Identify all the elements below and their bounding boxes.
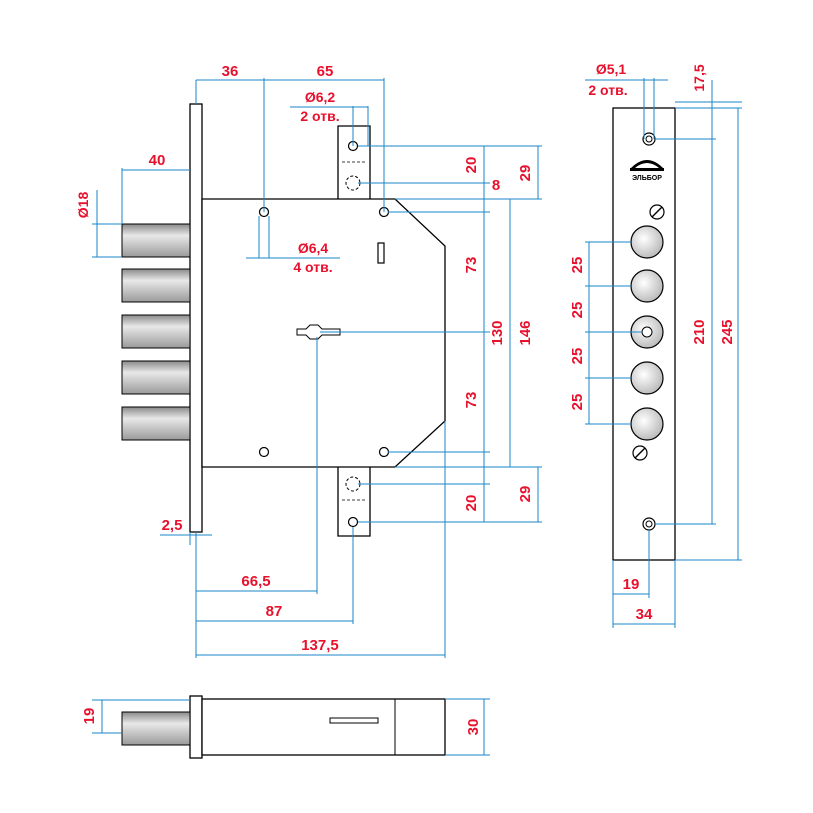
side-dimension-lines xyxy=(585,78,742,628)
dim-73-a: 73 xyxy=(463,257,480,274)
dim-29-bot: 29 xyxy=(517,486,534,503)
bolt-end-2 xyxy=(630,269,664,303)
dim-holes-4: 4 отв. xyxy=(293,259,332,275)
dim-65: 65 xyxy=(317,63,334,80)
bolt-1 xyxy=(121,223,191,258)
dim-19-bottom: 19 xyxy=(81,708,98,725)
side-hole-bottom-inner xyxy=(645,520,653,528)
logo-icon xyxy=(631,160,663,168)
tongue-roller-top xyxy=(345,175,361,191)
dim-146: 146 xyxy=(517,320,534,345)
dim-210: 210 xyxy=(691,319,708,344)
dim-73-b: 73 xyxy=(463,392,480,409)
screw-top xyxy=(649,204,665,220)
dim-5-1: Ø5,1 xyxy=(596,61,627,77)
dimension-labels: 36 65 Ø6,2 2 отв. 40 Ø18 Ø6,4 4 отв. 20 … xyxy=(75,61,736,735)
brand-logo: ЭЛЬБОР xyxy=(630,160,664,182)
dim-20-top: 20 xyxy=(463,157,480,174)
dim-34: 34 xyxy=(636,606,653,623)
dim-25-4: 25 xyxy=(569,394,586,411)
dim-18: Ø18 xyxy=(75,192,91,219)
dim-25-2: 25 xyxy=(569,302,586,319)
dim-holes-2b: 2 отв. xyxy=(588,82,627,98)
dim-6-4: Ø6,4 xyxy=(298,240,329,256)
front-dimension-lines xyxy=(92,78,542,658)
dim-30: 30 xyxy=(465,719,482,736)
bottom-dimension-lines xyxy=(92,698,490,756)
bottom-slot xyxy=(329,717,379,724)
side-hole-top-inner xyxy=(645,135,653,143)
faceplate xyxy=(189,103,203,533)
bolt-end-1 xyxy=(630,225,664,259)
bolt-end-5 xyxy=(630,407,664,441)
bolt-5 xyxy=(121,406,191,441)
body-hole-bl xyxy=(258,446,270,458)
bottom-body xyxy=(201,698,446,756)
dim-6-2: Ø6,2 xyxy=(305,89,336,105)
tongue-hole-bottom xyxy=(347,516,359,528)
dim-8: 8 xyxy=(492,177,500,194)
dim-25-1: 25 xyxy=(569,257,586,274)
bolt-4 xyxy=(121,360,191,395)
bottom-view xyxy=(121,695,446,759)
dim-66-5: 66,5 xyxy=(241,573,270,590)
dim-25-3: 25 xyxy=(569,348,586,365)
bolt-end-4 xyxy=(630,361,664,395)
screw-bottom xyxy=(632,445,648,461)
dim-holes-2a: 2 отв. xyxy=(300,108,339,124)
brand-text: ЭЛЬБОР xyxy=(632,175,662,182)
bottom-faceplate xyxy=(189,695,203,759)
dim-245: 245 xyxy=(719,319,736,344)
dim-87: 87 xyxy=(266,603,283,620)
dim-137-5: 137,5 xyxy=(301,637,339,654)
side-view: ЭЛЬБОР xyxy=(612,107,676,561)
dim-36: 36 xyxy=(222,63,239,80)
dim-40: 40 xyxy=(149,152,166,169)
dim-2-5: 2,5 xyxy=(162,517,183,534)
bolt-2 xyxy=(121,268,191,303)
bolts xyxy=(121,223,191,441)
bottom-bolt xyxy=(121,711,191,746)
dim-17-5: 17,5 xyxy=(691,64,707,91)
body-slot xyxy=(377,242,385,264)
dim-20-bot: 20 xyxy=(463,495,480,512)
bolt-3 xyxy=(121,314,191,349)
dim-29-top: 29 xyxy=(517,165,534,182)
dim-19-right: 19 xyxy=(623,576,640,593)
tongue-roller-bottom xyxy=(345,476,361,492)
keyhole xyxy=(296,324,341,340)
front-view xyxy=(121,103,446,537)
body-hole-br xyxy=(378,446,390,458)
bolt-end-3-center xyxy=(641,326,653,338)
dim-130: 130 xyxy=(489,320,506,345)
